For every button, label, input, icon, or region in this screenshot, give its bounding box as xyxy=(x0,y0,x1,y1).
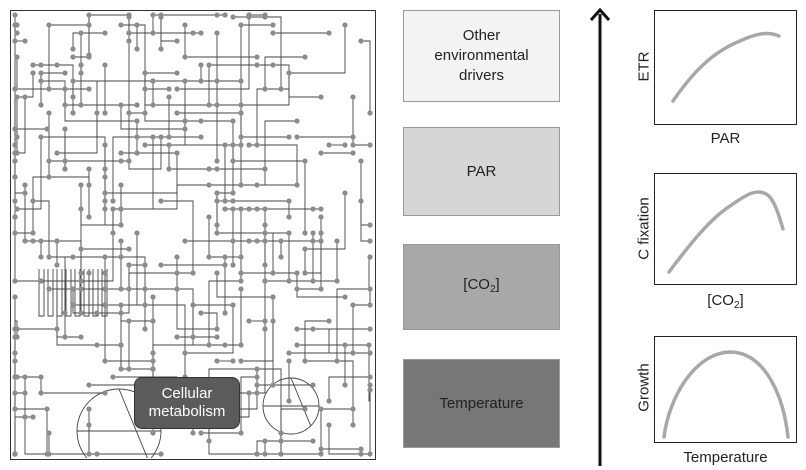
c-fixation-axis-label: C fixation xyxy=(635,197,653,260)
co2-axis-label: [CO2] xyxy=(707,292,744,311)
driver-label-other: Other environmental drivers xyxy=(434,27,529,84)
driver-box-par: PAR xyxy=(403,127,560,216)
driver-label-par: PAR xyxy=(466,162,497,180)
cellular-metabolism-label: Cellular metabolism xyxy=(134,377,240,429)
driver-label-co2: [CO2] xyxy=(463,275,500,295)
par-axis-label: PAR xyxy=(710,130,741,147)
driver-box-other: Other environmental drivers xyxy=(403,10,560,102)
growth-curve xyxy=(662,350,790,439)
up-arrow-icon xyxy=(589,7,611,466)
etr-curve-plot xyxy=(654,10,797,125)
metabolic-network-diagram xyxy=(12,12,373,458)
growth-curve-plot xyxy=(654,336,797,443)
driver-box-temperature: Temperature xyxy=(403,359,560,448)
driver-box-co2: [CO2] xyxy=(403,244,560,330)
growth-axis-label: Growth xyxy=(635,363,653,412)
metabolic-network-panel: Cellular metabolism xyxy=(10,10,376,460)
c-fixation-curve-plot xyxy=(654,173,797,285)
c-fixation-curve xyxy=(667,190,785,274)
driver-label-temperature: Temperature xyxy=(439,394,524,412)
temperature-axis-label: Temperature xyxy=(683,449,768,466)
etr-curve xyxy=(671,31,781,103)
etr-axis-label: ETR xyxy=(635,51,653,82)
